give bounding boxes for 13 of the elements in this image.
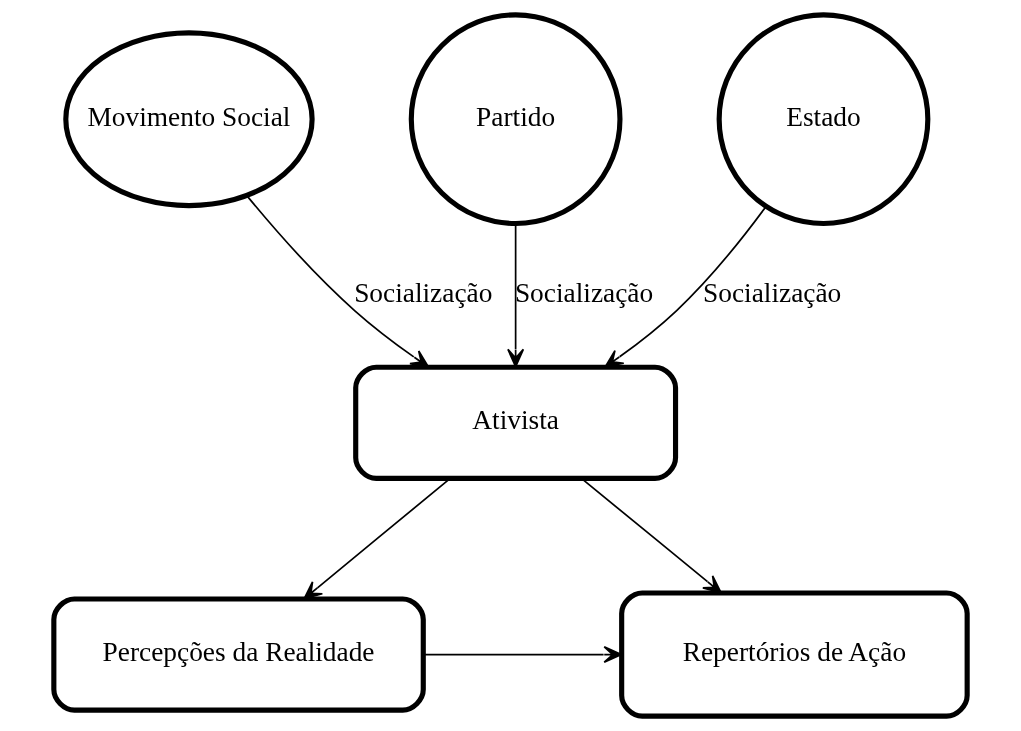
edge-label: Socialização [514,277,654,308]
arrow [245,194,430,368]
node-box: Ativista [353,364,679,481]
node-circle: Partido [408,12,623,227]
arrow [507,223,525,368]
edge-label: Socialização [354,277,493,308]
edge-label: Socialização [703,277,842,308]
node-circle: Estado [716,12,931,227]
node-box: Percepções da Realidade [51,596,426,713]
arrow [422,646,623,664]
node-box: Repertórios de Ação [619,590,970,719]
arrow [604,205,767,368]
node-ellipse: Movimento Social [63,30,315,209]
